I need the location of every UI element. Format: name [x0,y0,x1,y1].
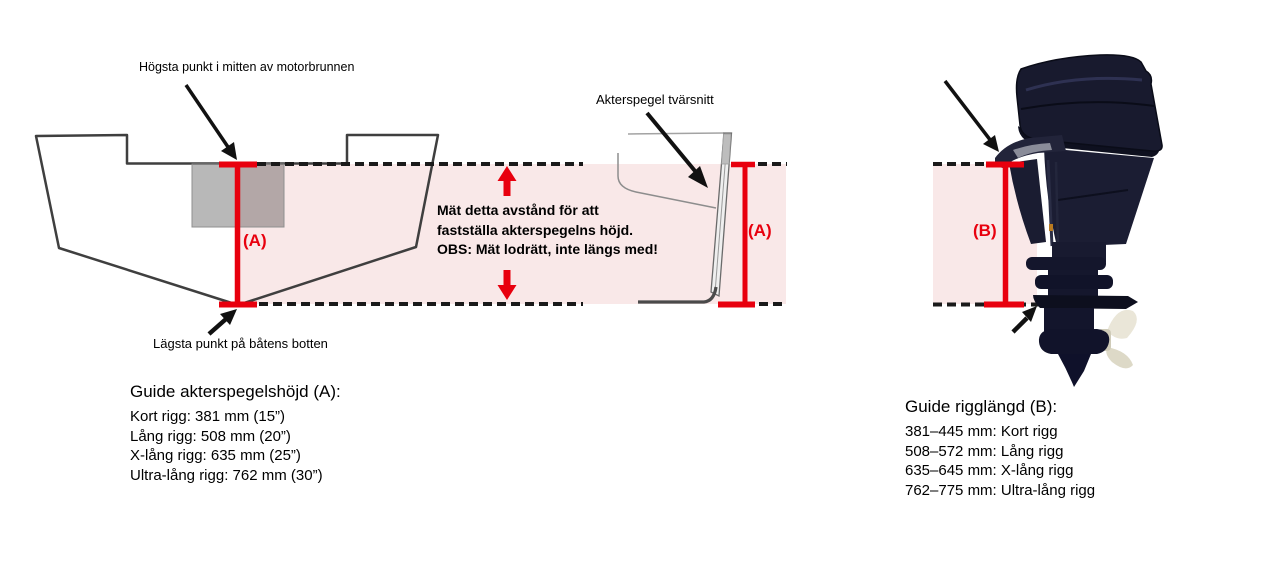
dimension-label-a-left: (A) [243,231,267,250]
measurement-band-left [237,164,786,304]
motor-bracket-highlight [1013,143,1052,158]
red-vertical-arrows [497,166,517,300]
note-line-2: fastställa akterspegelns höjd. [437,221,634,238]
label-transom-cross-section: Akterspegel tvärsnitt [596,92,714,107]
motor-trim-flange-upper [1026,257,1106,270]
deck-top-line [627,132,725,135]
red-down-arrow [497,270,517,300]
hull-outline [34,133,440,307]
arrow-to-bracket-top [943,79,999,152]
dimension-label-a-middle: (A) [748,221,772,240]
cowling-highlight [1025,76,1143,92]
measurement-a-left [219,161,257,308]
motor-swivel-bracket [1009,159,1046,244]
guide-rig-length: Guide rigglängd (B): 381–445 mm: Kort ri… [905,397,1095,500]
motor-trim-flange-lower [1035,275,1113,289]
guide-b-item-xlang: 635–645 mm: X-lång rigg [905,462,1074,479]
label-highest-point: Högsta punkt i mitten av motorbrunnen [139,60,355,74]
measurement-a-middle [718,161,755,308]
guide-b-item-kort: 381–445 mm: Kort rigg [905,423,1058,440]
guide-b-item-ultralang: 762–775 mm: Ultra-lång rigg [905,481,1096,499]
guide-a-title: Guide akterspegelshöjd (A): [130,382,341,401]
guide-a-item-kort: Kort rigg: 381 mm (15”) [130,408,286,425]
propeller-blade-down [1106,347,1133,369]
transom-plank-cap [721,133,732,165]
propeller-blade-up [1107,309,1137,339]
arrow-to-transom-plank [645,111,708,188]
dimension-label-b: (B) [973,221,997,240]
guide-b-item-lang: 508–572 mm: Lång rigg [905,442,1064,460]
measurement-note: Mät detta avstånd för att fastställa akt… [437,201,658,260]
arrow-to-lowest-point [207,309,237,336]
guide-a-item-ultralang: Ultra-lång rigg: 762 mm (30”) [130,466,323,484]
guide-a-item-xlang: X-lång rigg: 635 mm (25”) [130,447,301,464]
red-up-arrow [497,166,517,196]
transom-cross-section-sketch [617,132,733,304]
skeg [1058,354,1091,387]
note-line-1: Mät detta avstånd för att [437,202,599,218]
motor-detail-dot [1049,224,1053,231]
gearcase [1038,329,1110,354]
arrow-to-plate-bottom [1011,306,1037,334]
label-lowest-point: Lägsta punkt på båtens botten [153,336,328,351]
hull-bottom-line [638,286,718,304]
motor-midsection [1044,148,1154,247]
guide-b-title: Guide rigglängd (B): [905,397,1058,416]
anti-ventilation-plate [1033,295,1138,309]
arrow-to-highest-point [184,84,237,160]
guide-transom-height: Guide akterspegelshöjd (A): Kort rigg: 3… [130,382,341,485]
inner-hull-line [617,153,717,209]
cowling-seam [1020,101,1155,110]
guide-a-item-lang: Lång rigg: 508 mm (20”) [130,427,291,445]
note-line-3: OBS: Mät lodrätt, inte längs med! [437,241,658,257]
outboard-motor-illustration [995,54,1163,387]
measurement-b [984,161,1024,308]
